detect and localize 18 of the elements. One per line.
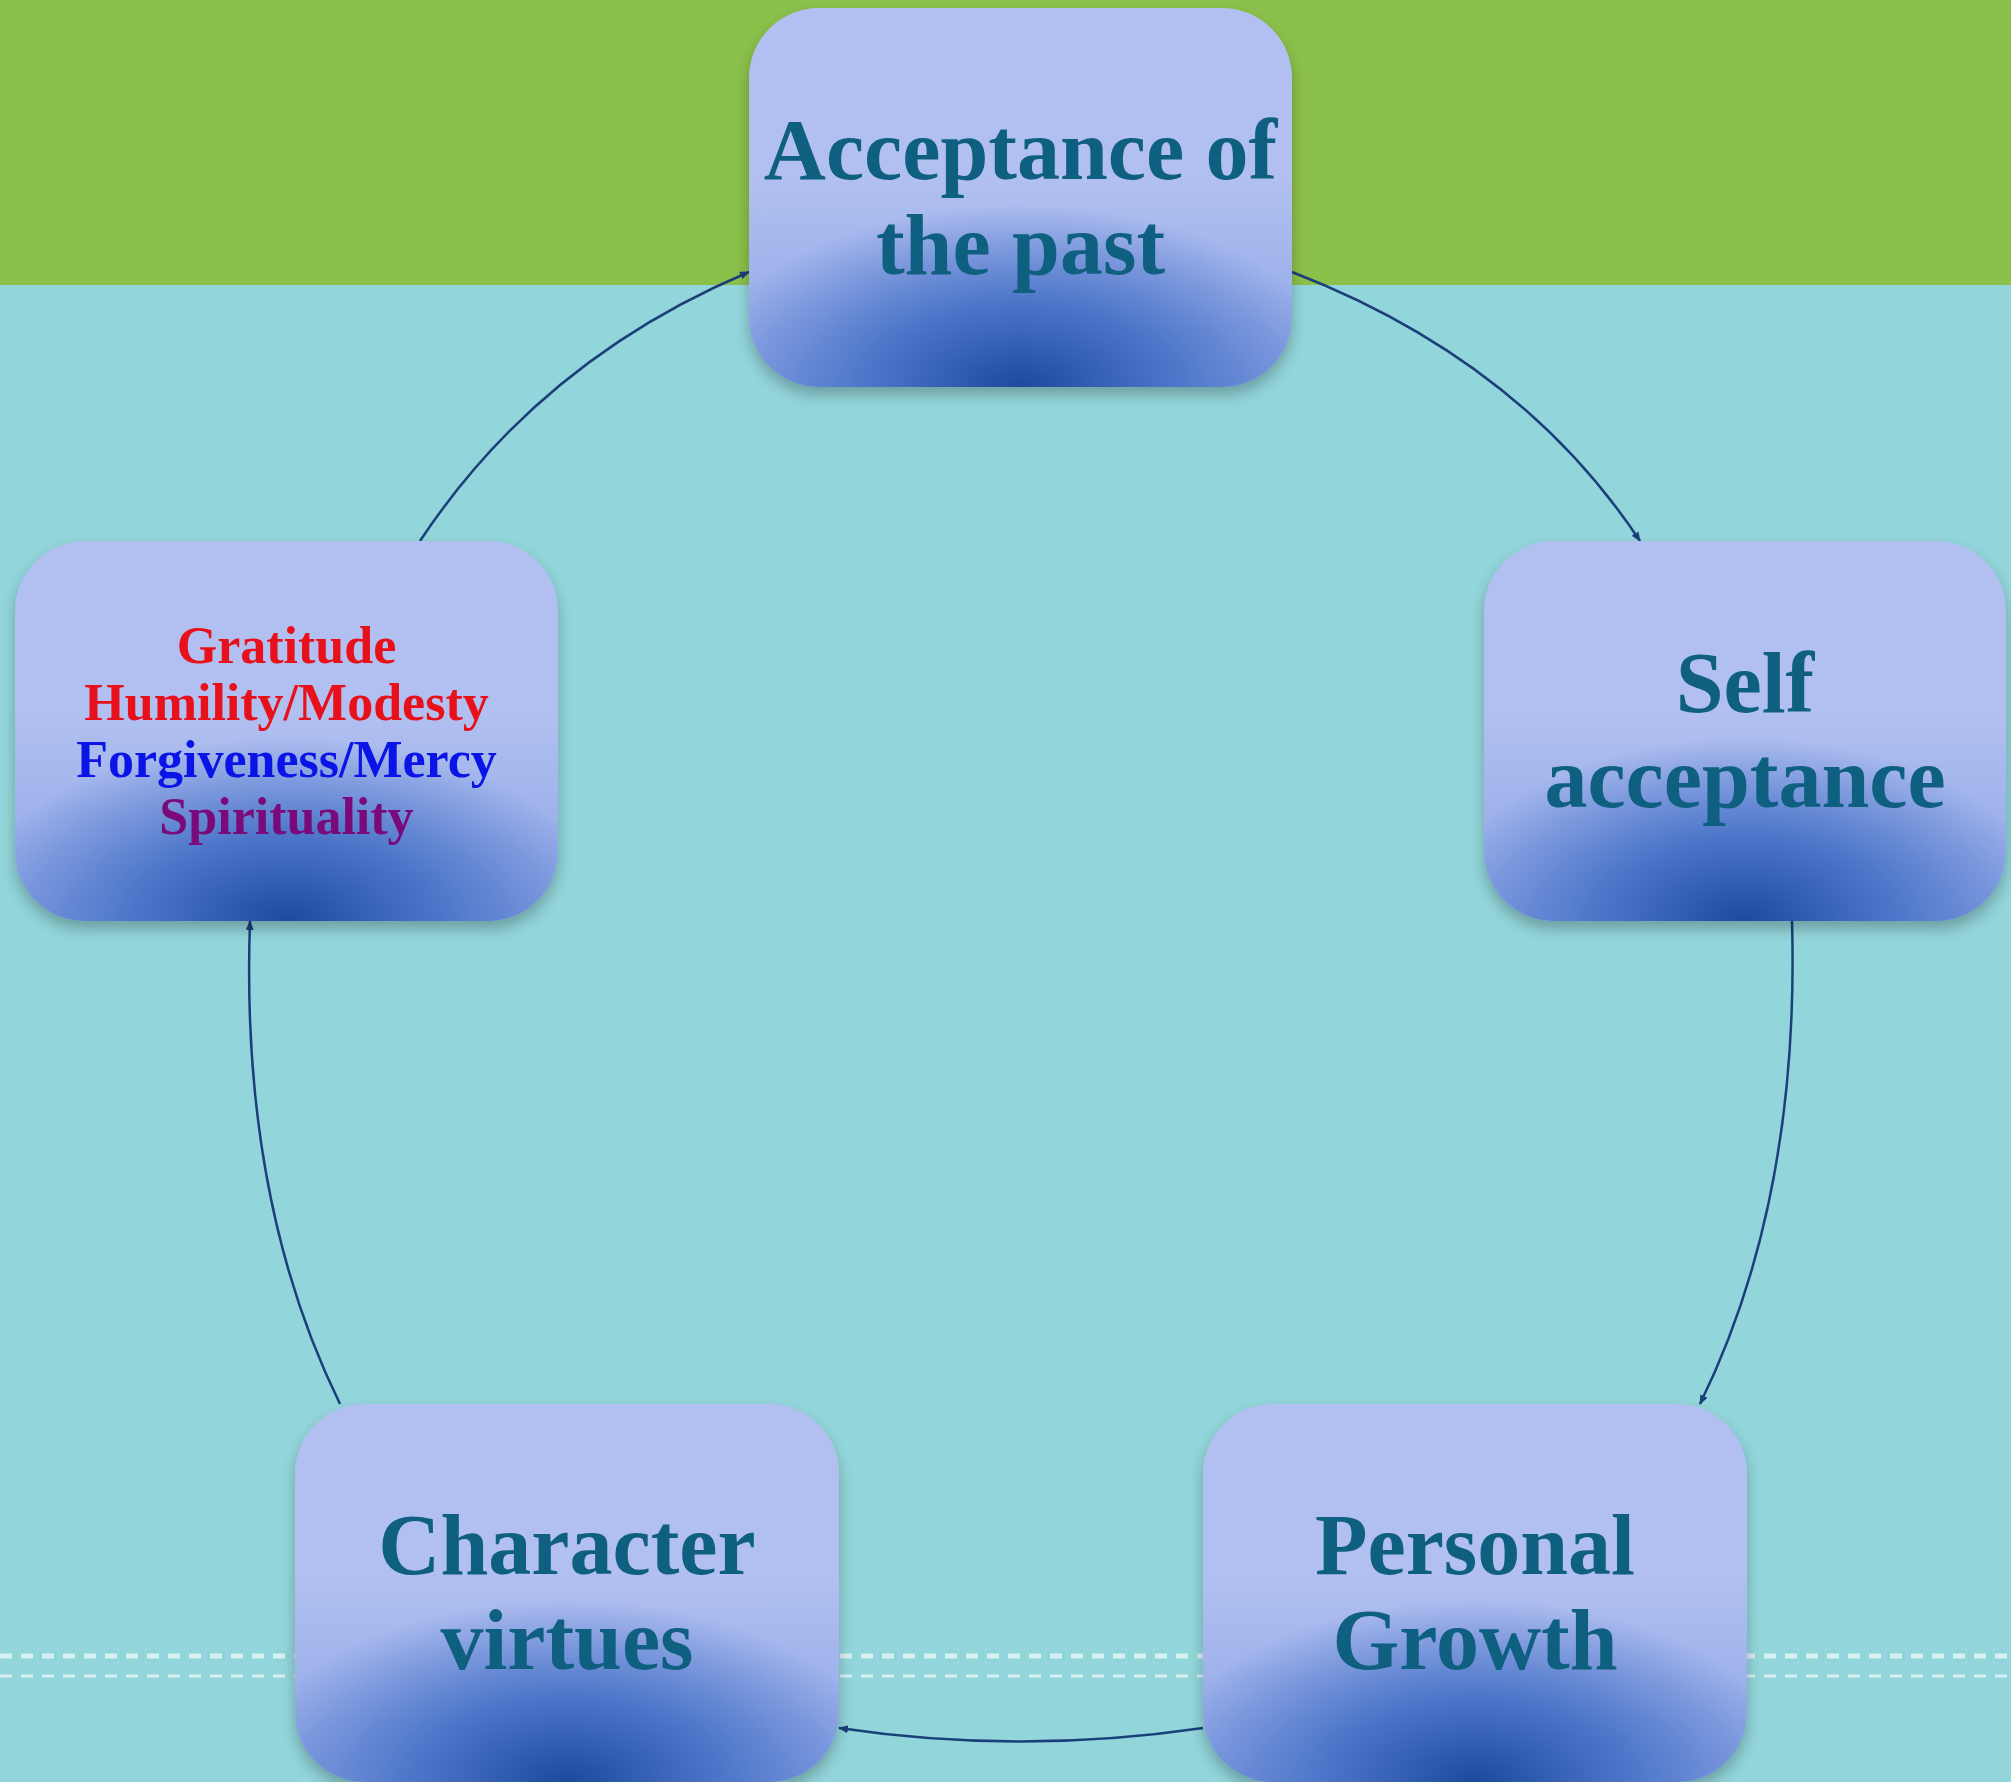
node-label: Acceptance of the past: [762, 102, 1279, 293]
node-label: Self acceptance: [1543, 636, 1947, 826]
curved-arrow: [245, 920, 342, 1405]
curved-arrow: [1291, 270, 1642, 542]
rounded-box: [1203, 1404, 1747, 1782]
rounded-box: [749, 8, 1292, 387]
curved-arrow: [1698, 921, 1794, 1405]
curved-arrow: [838, 1725, 1204, 1743]
rounded-box: [295, 1404, 839, 1782]
rounded-box: [1484, 541, 2006, 921]
curved-arrow: [418, 270, 750, 542]
node-label: Spirituality: [159, 788, 414, 846]
node-label: Gratitude: [176, 616, 397, 674]
node-label: Humility/Modesty: [84, 673, 489, 731]
node-label: Personal Growth: [1313, 1498, 1637, 1688]
rounded-box: [15, 541, 558, 921]
node-label: Character virtues: [377, 1498, 757, 1688]
node-label: Forgiveness/Mercy: [76, 731, 497, 789]
